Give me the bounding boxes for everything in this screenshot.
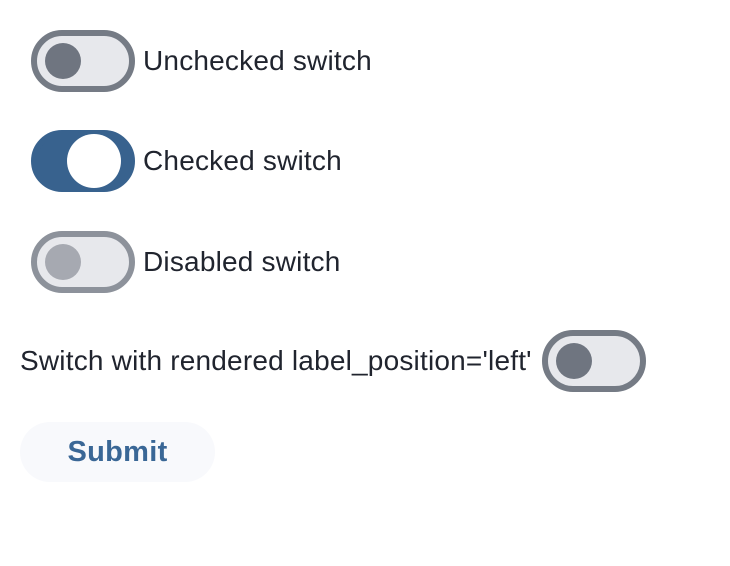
switch-row-disabled: Disabled switch bbox=[31, 231, 341, 293]
switch-row-checked: Checked switch bbox=[31, 130, 342, 192]
switch-knob bbox=[555, 343, 592, 379]
switch-unchecked[interactable] bbox=[31, 30, 135, 92]
switch-knob bbox=[45, 43, 81, 79]
switch-knob bbox=[45, 244, 81, 280]
submit-button[interactable]: Submit bbox=[20, 422, 215, 482]
switch-disabled bbox=[31, 231, 135, 293]
switch-knob bbox=[67, 134, 121, 188]
switch-label-disabled: Disabled switch bbox=[143, 246, 341, 277]
switch-row-label-left: Switch with rendered label_position='lef… bbox=[20, 330, 646, 392]
switch-label-left[interactable] bbox=[541, 330, 646, 392]
switch-checked[interactable] bbox=[31, 130, 135, 192]
switch-label-checked: Checked switch bbox=[143, 145, 342, 176]
switch-label-unchecked: Unchecked switch bbox=[143, 45, 372, 76]
switch-row-unchecked: Unchecked switch bbox=[31, 30, 372, 92]
switch-label-left-position: Switch with rendered label_position='lef… bbox=[20, 345, 532, 376]
